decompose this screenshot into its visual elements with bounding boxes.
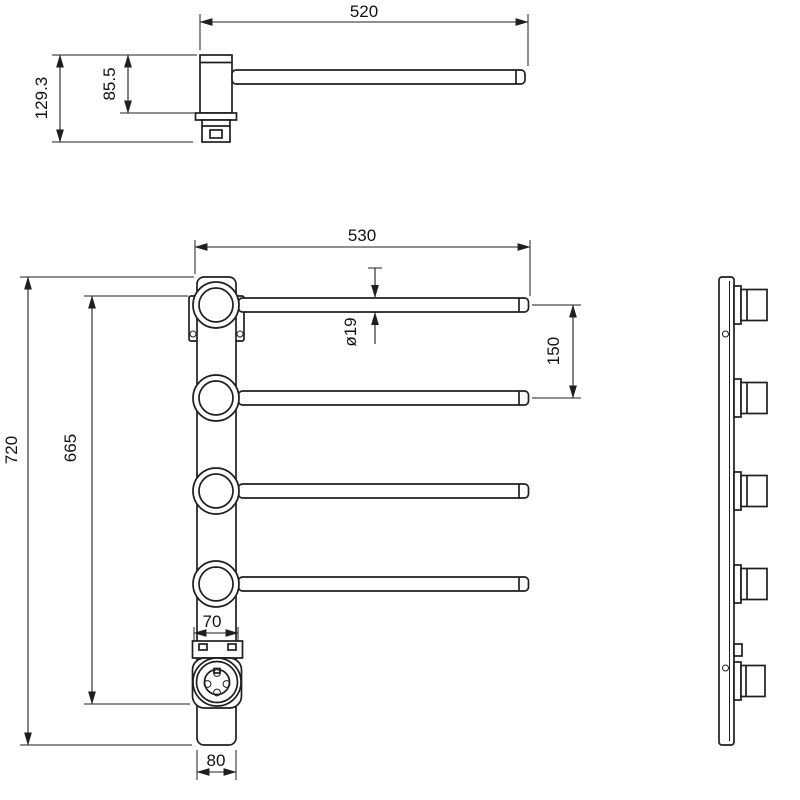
- dim-150-label: 150: [544, 337, 563, 365]
- connector-outer-ring: [192, 657, 242, 707]
- dim-665: 665: [61, 295, 190, 705]
- junction-tab-right: [227, 643, 237, 651]
- side-post-plate: [718, 276, 735, 746]
- swing-arm-4: [192, 560, 530, 608]
- side-screw-bottom: [722, 664, 729, 672]
- side-arm-boss-3: [733, 471, 768, 511]
- dim-85-5-label: 85.5: [100, 67, 119, 100]
- dim-720-label: 720: [2, 436, 21, 464]
- connector-pin-right: [222, 680, 231, 688]
- side-connector-boss: [733, 661, 766, 701]
- bottom-junction: [191, 640, 244, 709]
- connector-pin-top: [213, 669, 221, 677]
- dim-129-3: 129.3: [32, 54, 197, 143]
- top-detail-view: 520 129.3 85.5: [32, 2, 529, 143]
- dim-520-label: 520: [350, 2, 378, 21]
- dim-dia19: ø19: [341, 267, 382, 347]
- side-screw-top: [722, 330, 729, 338]
- dim-129-3-label: 129.3: [32, 77, 51, 120]
- dim-530: 530: [194, 226, 531, 296]
- dim-80-label: 80: [207, 751, 226, 770]
- connector-inner-ring: [195, 660, 239, 704]
- arm-tube: [231, 69, 526, 85]
- side-junction-tab: [733, 643, 743, 657]
- mount-slot: [209, 129, 223, 139]
- swing-arm-3: [192, 467, 530, 515]
- dim-70: 70: [193, 612, 239, 641]
- dim-530-label: 530: [348, 226, 376, 245]
- side-arm-boss-4: [733, 564, 768, 604]
- dim-720: 720: [2, 276, 194, 746]
- connector-pin-left: [203, 680, 212, 688]
- dim-70-label: 70: [203, 612, 222, 631]
- mount-flange: [194, 112, 238, 121]
- dim-dia19-label: ø19: [341, 317, 360, 346]
- side-arm-boss-2: [733, 378, 768, 418]
- dim-520: 520: [199, 2, 529, 66]
- dim-150: 150: [532, 304, 581, 399]
- connector-pin-bottom: [213, 688, 221, 697]
- swing-arm-2: [192, 374, 530, 422]
- dim-665-label: 665: [61, 434, 80, 462]
- arm-assembly-outline: [194, 54, 526, 143]
- swing-arm-1: [192, 281, 530, 329]
- front-view: 530 ø19 150 720 665: [2, 226, 581, 780]
- pivot-housing: [199, 54, 233, 114]
- bracket-screw-left: [189, 330, 197, 338]
- side-arm-boss-1: [733, 285, 768, 325]
- side-profile-view: [718, 276, 768, 746]
- dim-80: 80: [196, 750, 237, 780]
- junction-tab-left: [198, 643, 208, 651]
- dim-85-5: 85.5: [100, 54, 197, 114]
- bracket-screw-right: [236, 330, 244, 338]
